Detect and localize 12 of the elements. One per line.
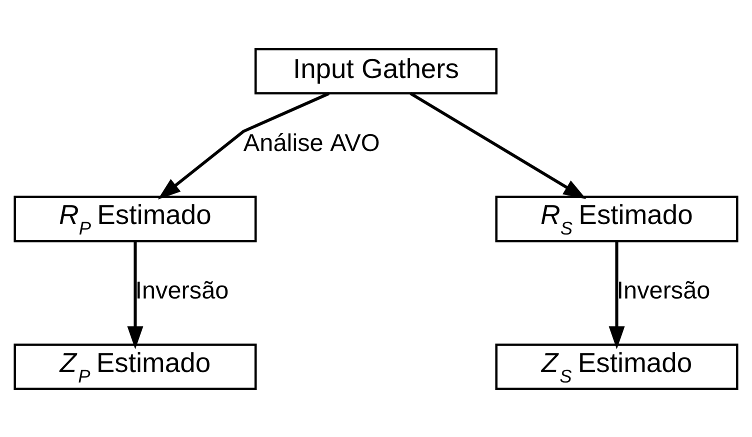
node-box: Input Gathers [254, 47, 498, 94]
arrow [158, 92, 330, 199]
arrow [410, 92, 586, 199]
node-box: Z$_{P}$ Estimado [14, 343, 257, 390]
edge-label: Inversão [616, 277, 710, 304]
arrow [127, 240, 144, 349]
edge-label: Análise AVO [243, 129, 380, 156]
node-box: Z$_{S}$ Estimado [495, 343, 738, 390]
arrow [608, 240, 625, 349]
edge-label: Inversão [135, 277, 229, 304]
node-box: R$_{S}$ Estimado [495, 195, 738, 242]
node-box: R$_{P}$ Estimado [14, 195, 257, 242]
